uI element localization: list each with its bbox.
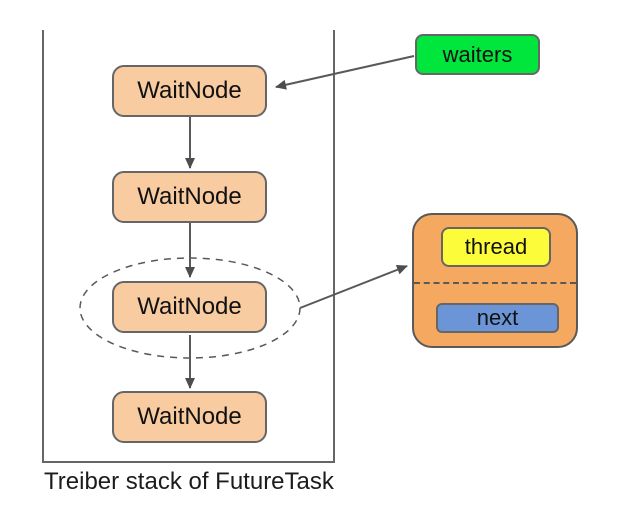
field-divider: [414, 282, 576, 284]
next-field: next: [436, 303, 559, 333]
thread-field: thread: [441, 227, 551, 267]
diagram-caption: Treiber stack of FutureTask: [44, 468, 334, 495]
wait-node-4: WaitNode: [112, 391, 267, 443]
wait-node-3: WaitNode: [112, 281, 267, 333]
waitnode-detail-card: thread next: [412, 213, 578, 348]
wait-node-1: WaitNode: [112, 65, 267, 117]
stack-frame: [42, 30, 335, 463]
wait-node-2: WaitNode: [112, 171, 267, 223]
waiters-badge: waiters: [415, 34, 540, 75]
